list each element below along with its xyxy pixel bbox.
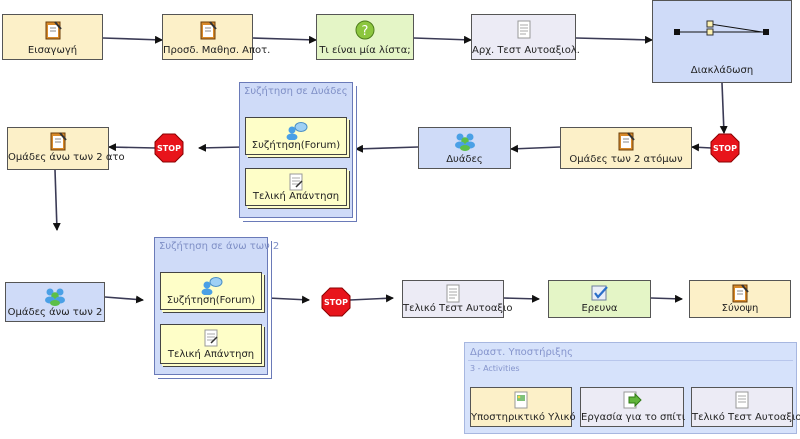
activity-groups-over-two-branch[interactable]: Ομάδες άνω των 2 [5, 282, 105, 322]
activity-label: Ομάδες των 2 ατόμων [569, 154, 683, 165]
divider [468, 360, 793, 361]
support-activities-panel: Δραστ. Υποστήριξης 3 - Activities Υποστη… [464, 342, 800, 434]
activity-label: Προσδ. Μαθησ. Αποτ. [163, 45, 271, 56]
activity-label: Δυάδες [446, 154, 483, 165]
notebook-icon [617, 131, 635, 154]
svg-text:STOP: STOP [157, 144, 181, 153]
activity-what-is-list[interactable]: ? Τι είναι μία λίστα; [316, 14, 414, 60]
stop-sign-icon: STOP [154, 133, 184, 163]
people-group-icon [454, 131, 476, 154]
image-document-icon [512, 391, 530, 412]
support-item-homework[interactable]: Εργασία για το σπίτι [580, 387, 686, 427]
connector [349, 294, 394, 303]
activity-learning-outcomes[interactable]: Προσδ. Μαθησ. Αποτ. [162, 14, 271, 60]
notebook-icon [731, 283, 749, 306]
svg-text:STOP: STOP [713, 144, 737, 153]
activity-label: Ομάδες άνω των 2 [7, 307, 103, 318]
connector [102, 35, 163, 44]
connector [198, 143, 244, 152]
activity-label: Διακλάδωση [690, 65, 754, 76]
activity-pairs[interactable]: Δυάδες [418, 127, 511, 169]
sub-activity-label: Συζήτηση(Forum) [251, 140, 341, 151]
connector [104, 295, 144, 304]
support-subtitle: 3 - Activities [470, 364, 520, 373]
notebook-icon [44, 20, 62, 43]
connector [650, 294, 683, 303]
connector [691, 143, 713, 152]
activity-groups-of-two[interactable]: Ομάδες των 2 ατόμων [560, 127, 692, 169]
group-title: Συζήτηση σε Δυάδες [244, 86, 348, 97]
svg-text:?: ? [362, 24, 369, 39]
support-item-label: Εργασία για το σπίτι [581, 412, 686, 423]
branching-icon [674, 17, 770, 46]
sub-activity-label: Συζήτηση(Forum) [166, 295, 256, 306]
connector [575, 35, 653, 44]
connector [267, 295, 310, 304]
forum-icon [199, 277, 223, 298]
connector [108, 143, 157, 152]
activity-summary[interactable]: Σύνοψη [689, 280, 791, 318]
notebook-icon [49, 131, 67, 154]
connector [355, 144, 419, 153]
support-item-label: Τελικό Τεστ Αυτοαξιο [692, 412, 800, 423]
green-arrow-icon [622, 391, 642, 412]
connector [719, 82, 728, 134]
svg-text:STOP: STOP [324, 298, 348, 307]
branch-group-pairs[interactable]: Συζήτηση σε Δυάδες Συζήτηση(Forum) Τελικ… [239, 82, 353, 218]
document-icon [733, 391, 751, 412]
connector [510, 144, 561, 153]
activity-introduction[interactable]: Εισαγωγή [2, 14, 103, 60]
support-title: Δραστ. Υποστήριξης [470, 347, 573, 358]
people-group-icon [44, 286, 66, 309]
connector [252, 35, 317, 44]
activity-branching[interactable]: Διακλάδωση [652, 0, 792, 83]
forum-icon [284, 122, 308, 143]
sub-activity-final-answer[interactable]: Τελική Απάντηση [160, 324, 262, 364]
connector [503, 294, 540, 303]
activity-final-self-test[interactable]: Τελικό Τεστ Αυτοαξιο [402, 280, 513, 318]
sub-activity-label: Τελική Απάντηση [167, 349, 255, 360]
sub-activity-label: Τελική Απάντηση [252, 191, 340, 202]
activity-label: Αρχ. Τεστ Αυτοαξιολ. [472, 45, 580, 56]
activity-label: Ερευνα [581, 303, 618, 314]
branch-group-over-two[interactable]: Συζήτηση σε άνω των 2 Συζήτηση(Forum) Τε… [154, 237, 279, 375]
stop-sign-icon: STOP [710, 133, 740, 163]
activity-groups-over-two[interactable]: Ομάδες άνω των 2 ατο [7, 127, 125, 170]
connector [413, 35, 472, 44]
activity-initial-self-test[interactable]: Αρχ. Τεστ Αυτοαξιολ. [471, 14, 580, 60]
checklist-icon [590, 284, 610, 305]
document-icon [202, 329, 220, 350]
support-item-label: Υποστηρικτικό Υλικό [471, 412, 576, 423]
activity-label: Τελικό Τεστ Αυτοαξιο [403, 303, 513, 314]
notebook-icon [199, 20, 217, 43]
stop-sign-icon: STOP [321, 287, 351, 317]
sub-activity-final-answer[interactable]: Τελική Απάντηση [245, 168, 347, 206]
connector [52, 169, 61, 231]
group-title: Συζήτηση σε άνω των 2 [159, 241, 280, 252]
support-item-material[interactable]: Υποστηρικτικό Υλικό [470, 387, 576, 427]
activity-label: Σύνοψη [721, 303, 759, 314]
sub-activity-forum[interactable]: Συζήτηση(Forum) [245, 117, 347, 155]
document-icon [287, 173, 305, 194]
sub-activity-forum[interactable]: Συζήτηση(Forum) [160, 272, 262, 310]
document-icon [444, 284, 462, 307]
support-item-final-test[interactable]: Τελικό Τεστ Αυτοαξιο [691, 387, 800, 427]
activity-survey[interactable]: Ερευνα [548, 280, 651, 318]
document-icon [515, 20, 533, 43]
activity-label: Ομάδες άνω των 2 ατο [8, 152, 125, 163]
question-icon: ? [355, 20, 375, 43]
activity-label: Τι είναι μία λίστα; [319, 45, 411, 56]
activity-label: Εισαγωγή [27, 45, 78, 56]
